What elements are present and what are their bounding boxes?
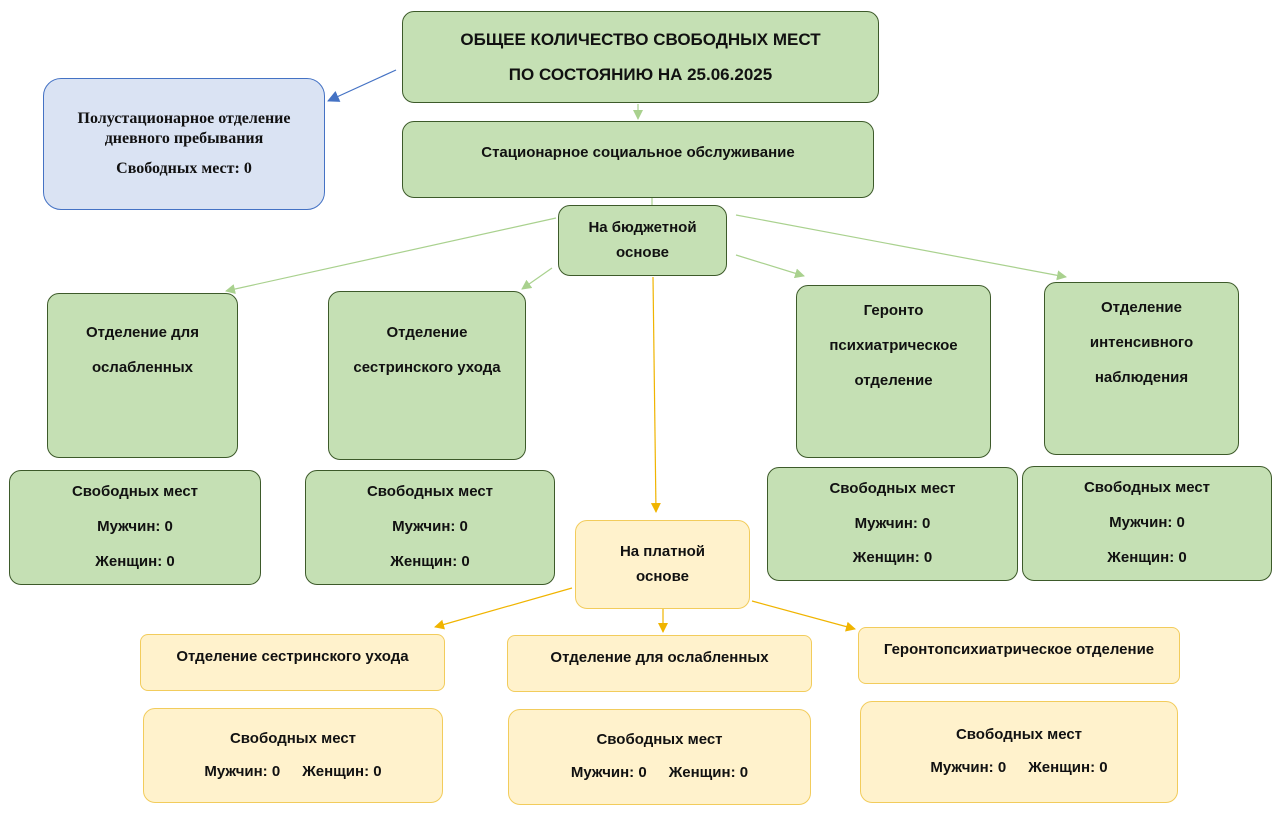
- paid-dept-1-box: Отделение сестринского ухода: [140, 634, 445, 691]
- budget-dept-2-free-box: Свободных мест Мужчин: 0 Женщин: 0: [305, 470, 555, 585]
- budget-dept-3-line-2: психиатрическое: [829, 336, 958, 354]
- paid-box: На платной основе: [575, 520, 750, 609]
- paid-label-line-1: На платной: [619, 542, 706, 560]
- budget-dept-1-men: Мужчин: 0: [97, 518, 173, 536]
- paid-dept-2-free-title: Свободных мест: [596, 731, 723, 749]
- day-care-box: Полустационарное отделение дневного преб…: [43, 78, 325, 210]
- arrow-budget-to-paid: [650, 276, 661, 513]
- budget-dept-1-free-title: Свободных мест: [71, 483, 199, 501]
- budget-dept-3-line-3: отделение: [854, 371, 933, 389]
- paid-dept-1-label: Отделение сестринского ухода: [176, 648, 409, 665]
- budget-dept-4-line-1: Отделение: [1101, 299, 1182, 316]
- day-care-free: Свободных мест: 0: [116, 160, 252, 177]
- paid-dept-3-box: Геронтопсихиатрическое отделение: [858, 627, 1180, 684]
- budget-dept-3-free-box: Свободных мест Мужчин: 0 Женщин: 0: [767, 467, 1018, 581]
- budget-dept-1-free-box: Свободных мест Мужчин: 0 Женщин: 0: [9, 470, 261, 585]
- budget-dept-1-box: Отделение для ослабленных: [47, 293, 238, 458]
- budget-dept-4-free-title: Свободных мест: [1083, 479, 1211, 497]
- budget-dept-2-box: Отделение сестринского ухода: [328, 291, 526, 460]
- budget-dept-2-men: Мужчин: 0: [392, 518, 468, 536]
- budget-dept-2-line-1: Отделение: [386, 324, 468, 341]
- stationary-label: Стационарное социальное обслуживание: [481, 144, 795, 161]
- arrow-paid-to-dept-1: [434, 587, 573, 630]
- budget-dept-4-box: Отделение интенсивного наблюдения: [1044, 282, 1239, 455]
- day-care-line-1: Полустационарное отделение: [77, 110, 291, 127]
- budget-label-line-2: основе: [616, 243, 669, 261]
- budget-dept-3-women: Женщин: 0: [852, 549, 933, 567]
- paid-dept-3-free-box: Свободных мест Мужчин: 0 Женщин: 0: [860, 701, 1178, 803]
- budget-dept-3-box: Геронто психиатрическое отделение: [796, 285, 991, 458]
- budget-dept-4-women: Женщин: 0: [1107, 548, 1187, 566]
- paid-dept-3-label: Геронтопсихиатрическое отделение: [883, 641, 1155, 658]
- paid-dept-2-box: Отделение для ослабленных: [507, 635, 812, 692]
- budget-dept-3-line-1: Геронто: [863, 302, 924, 319]
- title-line-2: ПО СОСТОЯНИЮ НА 25.06.2025: [508, 65, 773, 84]
- title-box: ОБЩЕЕ КОЛИЧЕСТВО СВОБОДНЫХ МЕСТ ПО СОСТО…: [402, 11, 879, 103]
- paid-dept-3-free-title: Свободных мест: [955, 726, 1083, 744]
- budget-dept-1-line-2: ослабленных: [91, 358, 193, 376]
- paid-label-line-2: основе: [636, 567, 689, 585]
- budget-dept-3-free-title: Свободных мест: [829, 479, 956, 497]
- paid-dept-1-counts: Мужчин: 0 Женщин: 0: [204, 763, 381, 782]
- budget-dept-4-men: Мужчин: 0: [1109, 514, 1185, 532]
- budget-dept-4-line-3: наблюдения: [1094, 368, 1189, 386]
- paid-dept-2-men: Мужчин: 0: [570, 764, 647, 781]
- stationary-box: Стационарное социальное обслуживание: [402, 121, 874, 198]
- paid-dept-2-label: Отделение для ослабленных: [550, 649, 769, 666]
- paid-dept-2-counts: Мужчин: 0 Женщин: 0: [571, 764, 748, 783]
- budget-dept-4-line-2: интенсивного: [1089, 333, 1194, 351]
- budget-label-line-1: На бюджетной: [588, 218, 697, 236]
- budget-dept-3-men: Мужчин: 0: [854, 514, 931, 532]
- budget-dept-1-line-1: Отделение для: [86, 324, 199, 341]
- paid-dept-1-men: Мужчин: 0: [204, 762, 281, 780]
- budget-dept-2-women: Женщин: 0: [390, 552, 470, 570]
- paid-dept-2-free-box: Свободных мест Мужчин: 0 Женщин: 0: [508, 709, 811, 805]
- paid-dept-1-women: Женщин: 0: [302, 762, 382, 780]
- budget-dept-4-free-box: Свободных мест Мужчин: 0 Женщин: 0: [1022, 466, 1272, 581]
- title-line-1: ОБЩЕЕ КОЛИЧЕСТВО СВОБОДНЫХ МЕСТ: [460, 29, 821, 49]
- budget-dept-1-women: Женщин: 0: [95, 552, 175, 570]
- arrow-budget-to-dept-2: [521, 267, 553, 290]
- budget-dept-2-line-2: сестринского ухода: [353, 358, 501, 376]
- paid-dept-3-women: Женщин: 0: [1028, 759, 1108, 776]
- budget-box: На бюджетной основе: [558, 205, 727, 276]
- paid-dept-3-men: Мужчин: 0: [930, 759, 1007, 776]
- day-care-line-2: дневного пребывания: [104, 130, 264, 147]
- paid-dept-1-free-title: Свободных мест: [229, 729, 357, 747]
- paid-dept-1-free-box: Свободных мест Мужчин: 0 Женщин: 0: [143, 708, 443, 803]
- paid-dept-3-counts: Мужчин: 0 Женщин: 0: [930, 759, 1107, 778]
- arrow-budget-to-dept-3: [735, 254, 805, 279]
- arrow-budget-to-dept-1: [225, 217, 557, 294]
- budget-dept-2-free-title: Свободных мест: [366, 483, 494, 501]
- paid-dept-2-women: Женщин: 0: [668, 764, 749, 781]
- arrow-title-to-daycare: [327, 69, 397, 102]
- arrow-budget-to-dept-4: [735, 214, 1067, 281]
- arrow-paid-to-dept-3: [751, 600, 856, 632]
